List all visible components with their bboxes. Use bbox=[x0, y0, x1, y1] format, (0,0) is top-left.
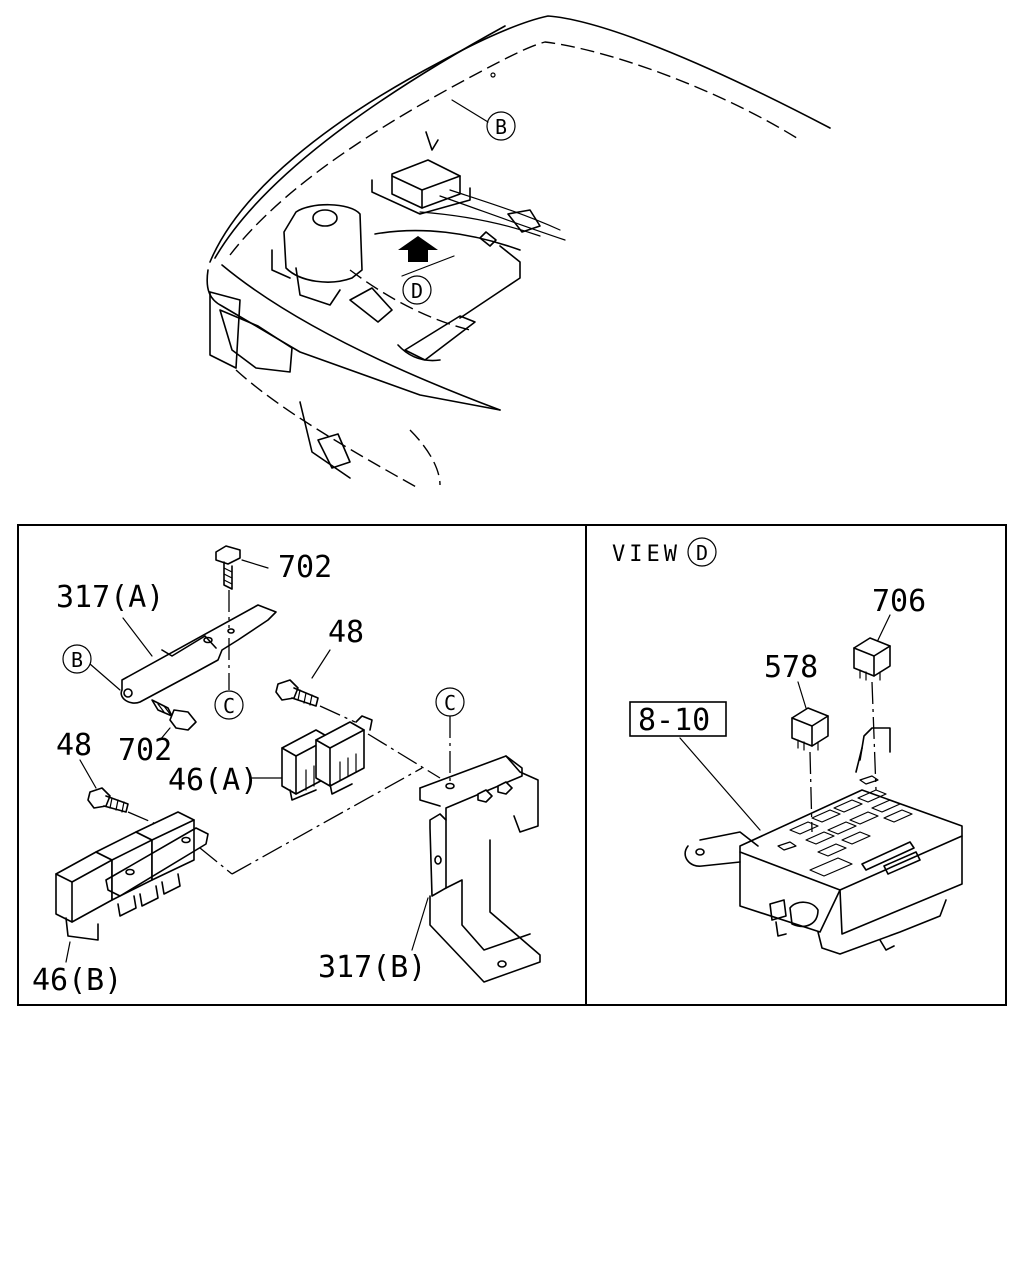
label-8-10: 8-10 bbox=[638, 703, 710, 738]
view-label: VIEW bbox=[612, 542, 681, 567]
relay-46a bbox=[281, 715, 373, 801]
callout-b-left: B bbox=[62, 644, 92, 674]
bolt-702-top bbox=[215, 545, 269, 590]
label-317b: 317(B) bbox=[318, 950, 426, 985]
callout-d-view-text: D bbox=[696, 541, 708, 565]
vehicle-overview bbox=[206, 15, 831, 489]
bolt-48-mid bbox=[275, 679, 319, 707]
callout-c-right: C bbox=[435, 687, 465, 717]
label-48-left: 48 bbox=[56, 728, 92, 763]
callout-c-right-text: C bbox=[444, 691, 456, 715]
label-702-bottom: 702 bbox=[118, 733, 172, 768]
relay-578 bbox=[791, 707, 829, 751]
fuse-relay-box bbox=[684, 727, 963, 955]
callout-c-upper: C bbox=[214, 690, 244, 720]
bracket-317a bbox=[120, 604, 277, 704]
label-317a: 317(A) bbox=[56, 580, 164, 615]
bolt-48-left bbox=[87, 787, 129, 813]
relay-block-46b bbox=[55, 811, 209, 941]
label-706: 706 bbox=[872, 584, 926, 619]
callout-b-top-text: B bbox=[495, 115, 507, 139]
label-702-top: 702 bbox=[278, 550, 332, 585]
callout-d-view: D bbox=[687, 537, 717, 567]
callout-d-top: D bbox=[402, 275, 432, 305]
callout-d-top-text: D bbox=[411, 279, 423, 303]
callout-b-top: B bbox=[486, 111, 516, 141]
callout-b-left-text: B bbox=[71, 648, 83, 672]
label-46b: 46(B) bbox=[32, 963, 122, 998]
label-578: 578 bbox=[764, 650, 818, 685]
bracket-317b bbox=[419, 755, 541, 983]
callout-c-upper-text: C bbox=[223, 694, 235, 718]
bolt-702-bottom bbox=[151, 699, 197, 731]
relay-706 bbox=[853, 637, 891, 681]
view-d-panel-frame bbox=[585, 524, 1007, 1006]
label-48-mid: 48 bbox=[328, 615, 364, 650]
label-46a: 46(A) bbox=[168, 763, 258, 798]
label-8-10-box bbox=[629, 701, 727, 737]
